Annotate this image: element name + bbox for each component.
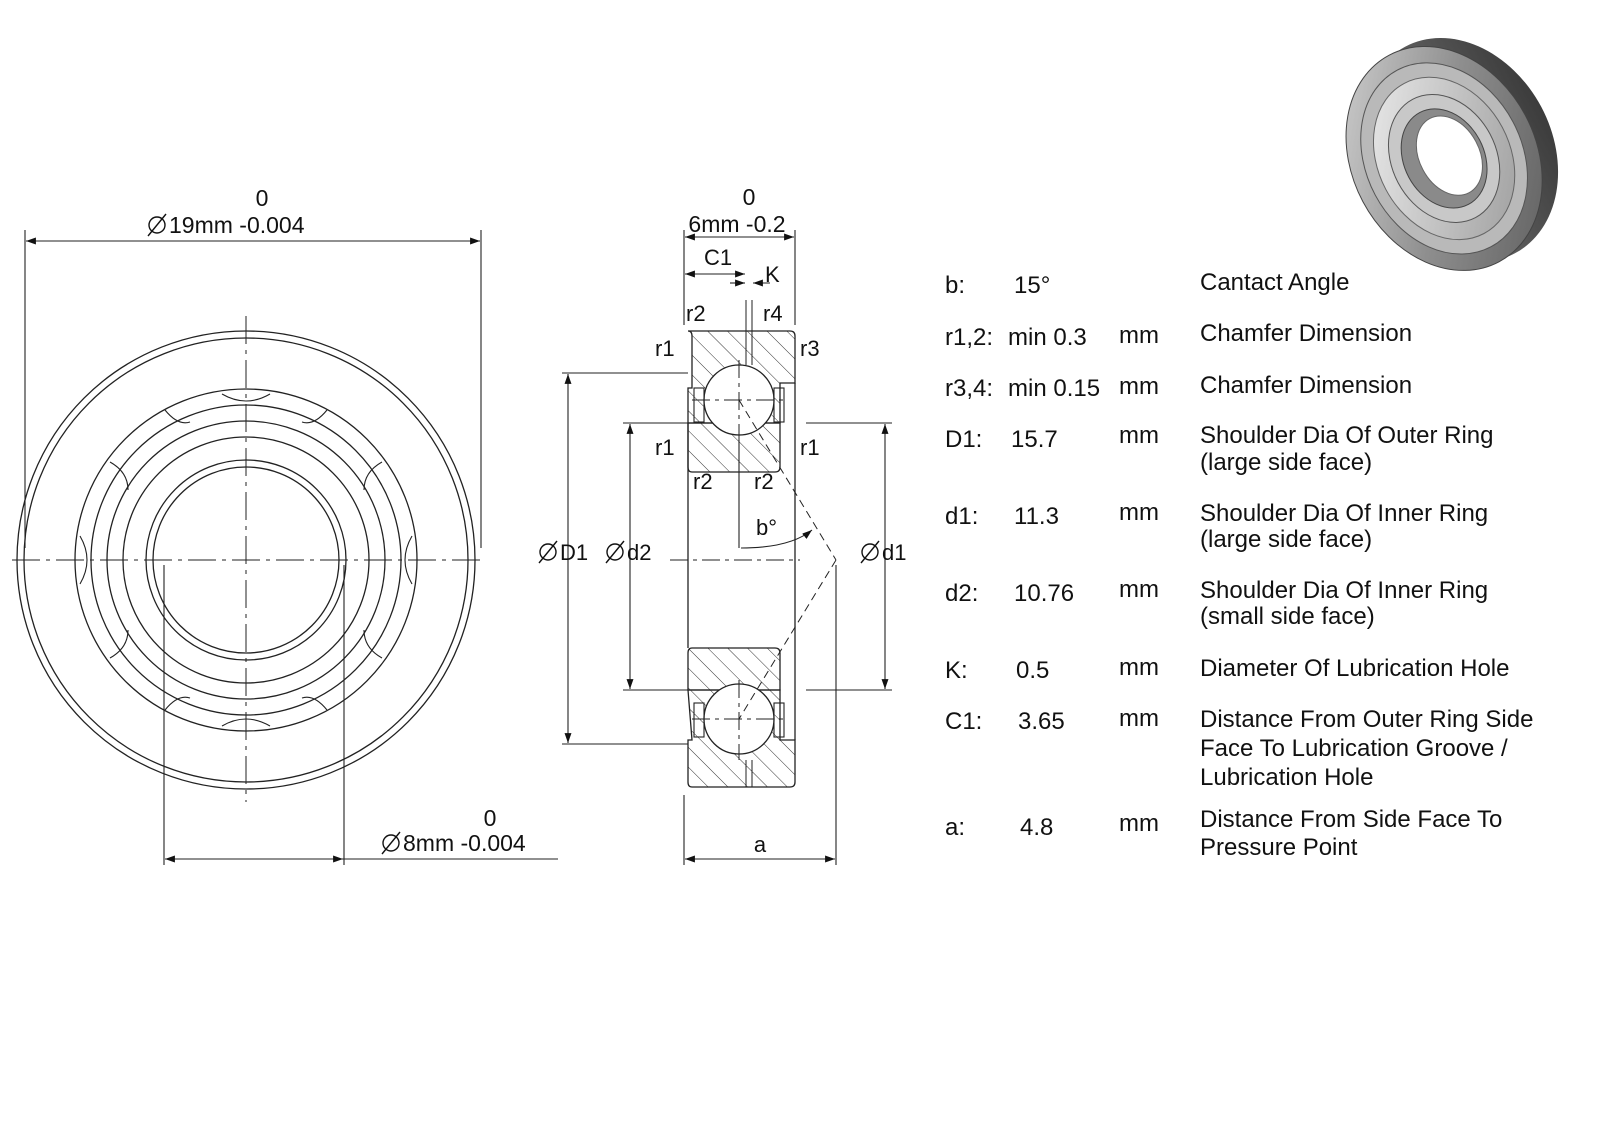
- outer-diameter-value: 19mm -0.004: [169, 212, 305, 238]
- front-view: [12, 230, 558, 865]
- bore-diameter-tolerance: 0: [484, 805, 497, 831]
- spec-description: Pressure Point: [1200, 834, 1358, 861]
- bearing-render-image: [1345, 38, 1559, 271]
- angle-label: b°: [756, 515, 777, 540]
- lubrication-hole: [745, 300, 753, 787]
- spec-symbol: a:: [945, 814, 966, 841]
- d2-label: d2: [627, 540, 651, 565]
- r4-label: r4: [763, 301, 783, 326]
- spec-description: (large side face): [1200, 526, 1373, 553]
- spec-value: 15°: [1014, 272, 1051, 299]
- spec-value: min 0.3: [1008, 324, 1087, 351]
- spec-description: Chamfer Dimension: [1200, 372, 1413, 399]
- spec-value: 0.5: [1016, 657, 1050, 684]
- diameter-symbol: [538, 540, 558, 564]
- spec-description: Face To Lubrication Groove /: [1200, 735, 1508, 762]
- spec-value: 15.7: [1011, 426, 1058, 453]
- outer-shoulder-label: D1: [560, 540, 588, 565]
- spec-unit: mm: [1119, 705, 1159, 732]
- spec-description: Shoulder Dia Of Inner Ring: [1200, 500, 1489, 527]
- spec-unit: mm: [1119, 422, 1159, 449]
- spec-description: Diameter Of Lubrication Hole: [1200, 655, 1510, 682]
- r1-label: r1: [655, 435, 675, 460]
- r1-label: r1: [800, 435, 820, 460]
- spec-unit: mm: [1119, 373, 1159, 400]
- spec-symbol: d2:: [945, 580, 979, 607]
- outer-diameter-tolerance: 0: [256, 185, 269, 211]
- width-value: 6mm -0.2: [688, 211, 785, 237]
- d1-label: d1: [882, 540, 906, 565]
- r1-label: r1: [655, 336, 675, 361]
- a-label: a: [754, 832, 767, 857]
- k-label: K: [765, 262, 780, 287]
- diameter-symbol: [860, 540, 880, 564]
- diameter-symbol: [605, 540, 625, 564]
- spec-description: Distance From Side Face To: [1200, 806, 1503, 833]
- cage-section: [693, 387, 785, 738]
- bore-diameter-value: 8mm -0.004: [403, 830, 526, 856]
- section-dimensions: [562, 230, 892, 865]
- spec-symbol: r1,2:: [945, 324, 994, 351]
- contact-angle-arc: [738, 440, 813, 549]
- spec-symbol: C1:: [945, 708, 983, 735]
- outer-diameter-dimension: [24, 230, 482, 548]
- spec-unit: mm: [1119, 810, 1159, 837]
- spec-symbol: b:: [945, 272, 966, 299]
- spec-description: (large side face): [1200, 449, 1373, 476]
- spec-unit: mm: [1119, 576, 1159, 603]
- spec-description: Shoulder Dia Of Outer Ring: [1200, 422, 1494, 449]
- r3-label: r3: [800, 336, 820, 361]
- spec-symbol: d1:: [945, 503, 979, 530]
- spec-description: Cantact Angle: [1200, 269, 1350, 296]
- cage-pockets: [79, 393, 413, 727]
- spec-unit: mm: [1119, 499, 1159, 526]
- spec-unit: mm: [1119, 322, 1159, 349]
- diameter-symbol: [147, 213, 167, 237]
- spec-description: (small side face): [1200, 603, 1375, 630]
- r2-label: r2: [754, 469, 774, 494]
- bore-diameter-dimension: [163, 565, 558, 865]
- spec-description: Distance From Outer Ring Side: [1200, 706, 1534, 733]
- section-view: [670, 300, 837, 788]
- spec-unit: mm: [1119, 654, 1159, 681]
- r2-label: r2: [686, 301, 706, 326]
- diameter-symbol: [381, 831, 401, 855]
- r2-label: r2: [693, 469, 713, 494]
- spec-value: 3.65: [1018, 708, 1065, 735]
- spec-description: Chamfer Dimension: [1200, 320, 1413, 347]
- center-lines: [12, 316, 482, 802]
- spec-value: min 0.15: [1008, 375, 1101, 402]
- inner-ring-section-bottom: [687, 647, 781, 691]
- c1-label: C1: [704, 245, 732, 270]
- spec-symbol: K:: [945, 657, 968, 684]
- width-tolerance: 0: [743, 184, 756, 210]
- spec-value: 10.76: [1014, 580, 1075, 607]
- spec-description: Shoulder Dia Of Inner Ring: [1200, 577, 1489, 604]
- spec-description: Lubrication Hole: [1200, 764, 1374, 791]
- spec-symbol: D1:: [945, 426, 983, 453]
- spec-symbol: r3,4:: [945, 375, 994, 402]
- spec-value: 4.8: [1020, 814, 1054, 841]
- spec-value: 11.3: [1014, 503, 1059, 530]
